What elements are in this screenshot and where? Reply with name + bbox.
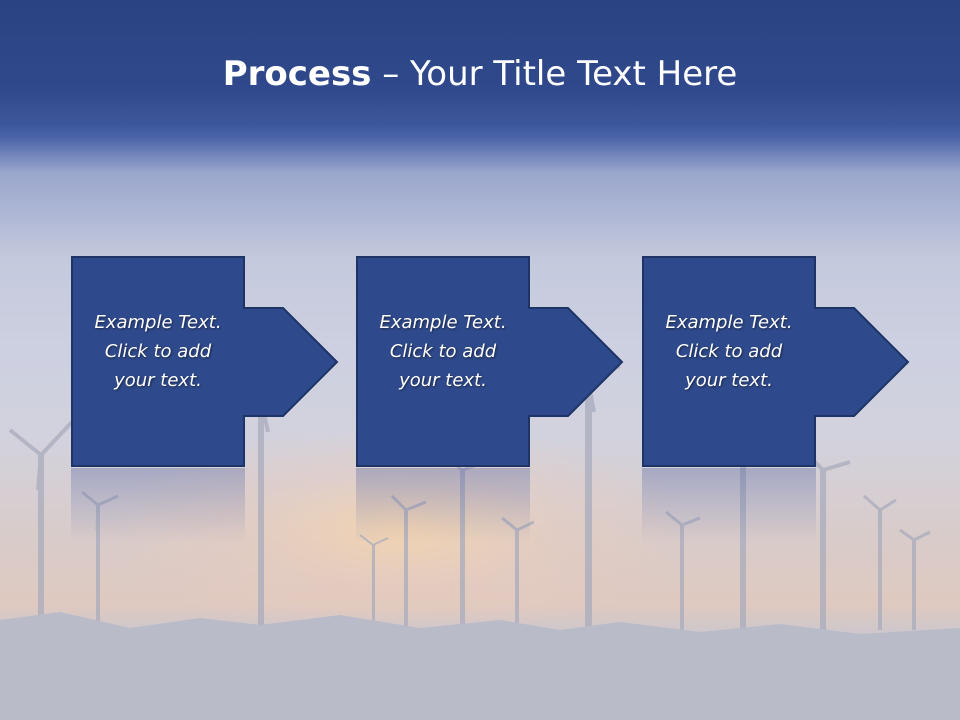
step-1-reflection xyxy=(71,468,245,543)
title-rest: – Your Title Text Here xyxy=(371,54,738,94)
step-3-reflection xyxy=(642,468,816,543)
title-bold: Process xyxy=(222,54,372,94)
step-1-text[interactable]: Example Text. Click to add your text. xyxy=(94,312,222,391)
process-step-1[interactable]: Example Text. Click to add your text. xyxy=(71,256,351,468)
step-2-text[interactable]: Example Text. Click to add your text. xyxy=(379,312,507,391)
title-band xyxy=(0,0,960,130)
step-3-text[interactable]: Example Text. Click to add your text. xyxy=(665,312,793,391)
arrow-box-shape xyxy=(71,256,339,467)
slide-title[interactable]: Process – Your Title Text Here xyxy=(0,52,960,96)
arrow-box-shape xyxy=(642,256,910,467)
process-step-3[interactable]: Example Text. Click to add your text. xyxy=(642,256,922,468)
step-2-reflection xyxy=(356,468,530,543)
process-step-2[interactable]: Example Text. Click to add your text. xyxy=(356,256,636,468)
hills xyxy=(0,612,960,720)
arrow-box-shape xyxy=(356,256,624,467)
